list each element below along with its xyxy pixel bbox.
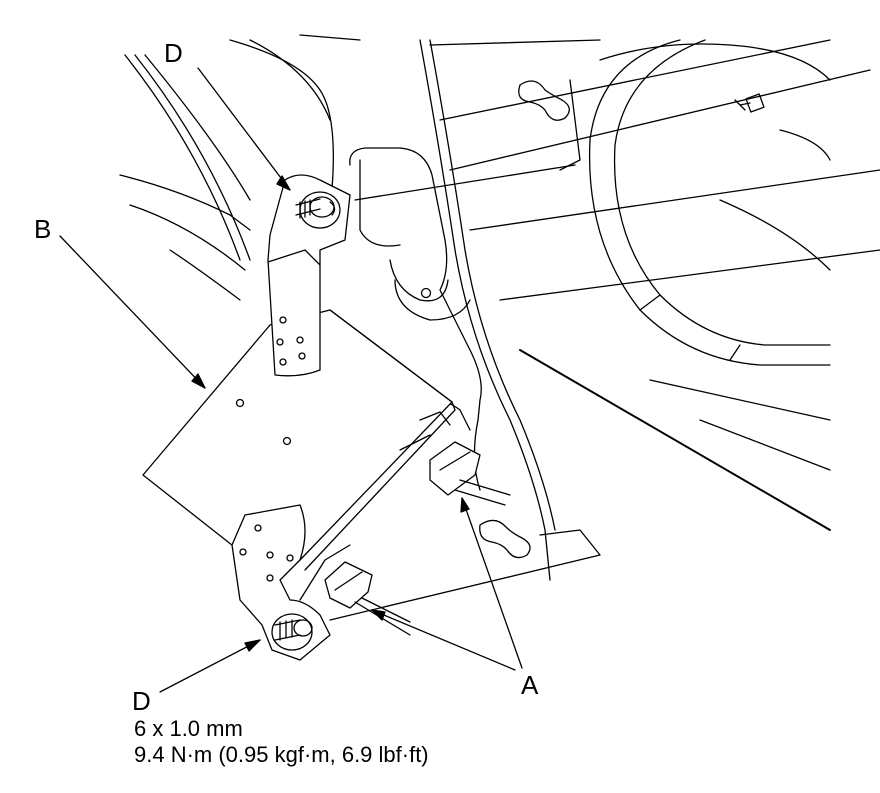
callout-b: B	[34, 214, 52, 244]
torque-spec: 9.4 N·m (0.95 kgf·m, 6.9 lbf·ft)	[134, 742, 429, 767]
leader-b	[60, 236, 205, 388]
bolt-upper-d	[296, 192, 340, 228]
callout-a: A	[521, 670, 539, 700]
panel-edge-line	[355, 165, 575, 200]
bolt-lower-d	[272, 614, 312, 650]
callout-d-top: D	[164, 38, 183, 68]
leader-d-bottom	[160, 640, 260, 692]
trim-lines-left	[120, 35, 360, 300]
connector-a-upper	[430, 442, 510, 505]
bolt-size-spec: 6 x 1.0 mm	[134, 716, 243, 741]
harness-line	[330, 530, 600, 620]
body-panel	[420, 40, 880, 580]
connector-a-lower	[325, 562, 410, 635]
keyhole-slot-upper	[519, 81, 570, 120]
hose-loop	[590, 40, 830, 365]
leader-a	[372, 498, 522, 670]
leader-d-top	[198, 68, 290, 190]
keyhole-slot-lower	[480, 520, 530, 557]
callout-d-bottom: D	[132, 686, 151, 716]
bolt-top-right	[735, 94, 764, 112]
